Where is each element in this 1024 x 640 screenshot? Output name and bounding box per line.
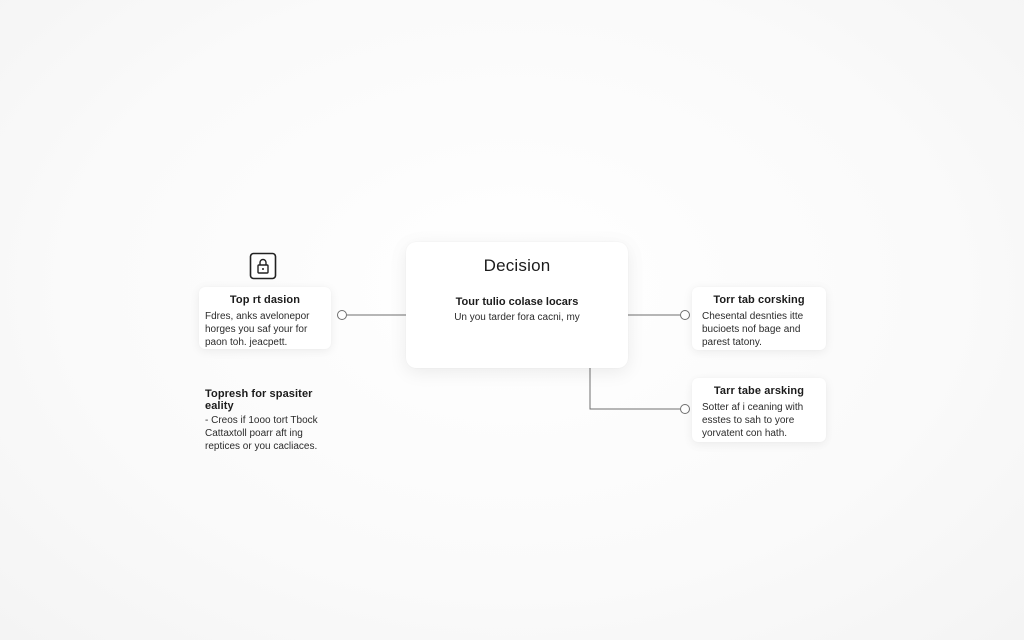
decision-subtitle: Tour tulio colase locars (455, 296, 579, 308)
right-top-card[interactable]: Torr tab corsking Chesental desnties itt… (692, 287, 826, 350)
left-bottom-title-line: Topresh for spasiter (205, 388, 313, 400)
right-bottom-card[interactable]: Tarr tabe arsking Sotter af i ceaning wi… (692, 378, 826, 442)
left-bottom-body: - Creos if 1ooo tort Tbock Cattaxtoll po… (205, 414, 334, 453)
left-bottom-line: - Creos if 1ooo tort Tbock (205, 415, 318, 426)
right-top-line: bucioets nof bage and (702, 324, 801, 335)
right-bottom-line: yorvatent con hath. (702, 428, 788, 439)
left-top-card[interactable]: Top rt dasion Fdres, anks avelonepor hor… (199, 287, 331, 349)
left-top-line: horges you saf your for (205, 324, 308, 335)
left-top-line: paon toh. jeacpett. (205, 337, 288, 348)
left-top-line: Fdres, anks avelonepor (205, 311, 310, 322)
connector-node-right-top[interactable] (680, 310, 690, 320)
left-bottom-title: Topresh for spasiter eality (205, 388, 334, 412)
right-top-title: Torr tab corsking (713, 294, 805, 306)
left-bottom-title-line: eality (205, 400, 234, 412)
left-bottom-line: Cattaxtoll poarr aft ing (205, 428, 303, 439)
connector-node-right-bottom[interactable] (680, 404, 690, 414)
left-bottom-note: Topresh for spasiter eality - Creos if 1… (197, 380, 342, 456)
connector-node-left[interactable] (337, 310, 347, 320)
left-bottom-line: reptices or you cacliaces. (205, 441, 318, 452)
right-top-line: parest tatony. (702, 337, 762, 348)
decision-body: Un you tarder fora cacni, my (454, 312, 580, 323)
right-bottom-title: Tarr tabe arsking (713, 385, 805, 397)
right-top-line: Chesental desnties itte (702, 311, 804, 322)
right-top-body: Chesental desnties itte bucioets nof bag… (702, 310, 816, 349)
right-bottom-line: esstes to sah to yore (702, 415, 795, 426)
left-top-body: Fdres, anks avelonepor horges you saf yo… (205, 310, 325, 349)
document-lock-icon (249, 252, 277, 280)
right-bottom-line: Sotter af i ceaning with (702, 402, 804, 413)
decision-card[interactable]: Decision Tour tulio colase locars Un you… (406, 242, 628, 368)
right-bottom-body: Sotter af i ceaning with esstes to sah t… (702, 401, 816, 440)
connector-right-bottom (589, 368, 680, 410)
left-top-title: Top rt dasion (229, 294, 301, 306)
decision-title: Decision (483, 256, 551, 275)
